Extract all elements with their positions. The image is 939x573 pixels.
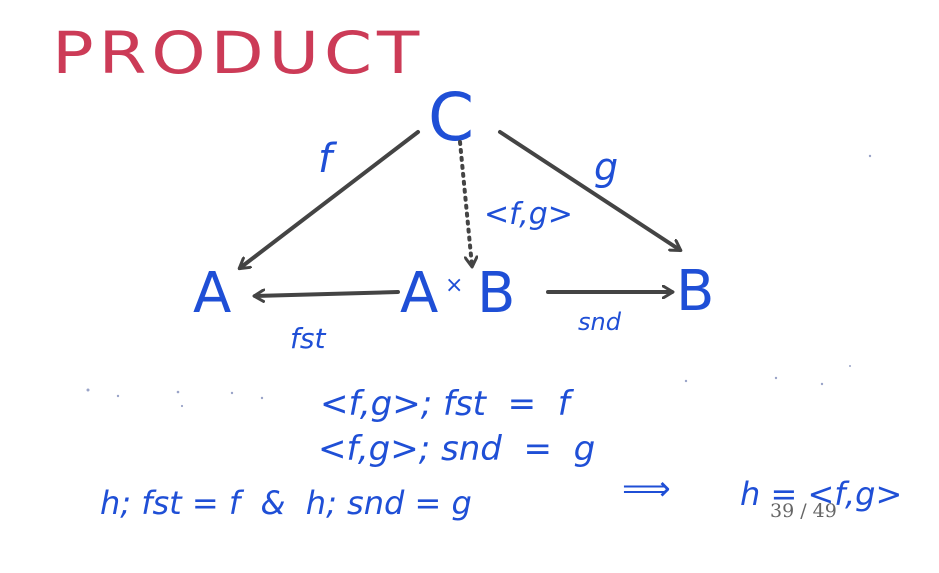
- label-pairing: <f,g>: [484, 197, 573, 232]
- label-snd: snd: [578, 308, 622, 336]
- label-fst: fst: [290, 322, 326, 355]
- object-b: B: [676, 259, 714, 324]
- arrow-g: [498, 130, 680, 250]
- object-a: A: [193, 261, 231, 326]
- product-a: A: [400, 261, 438, 326]
- implies-symbol: ⟹: [622, 469, 671, 509]
- label-g: g: [594, 145, 618, 189]
- slide-title: PRODUCT: [52, 19, 424, 87]
- object-c: C: [428, 79, 474, 156]
- equation-fst: <f,g>; fst = f: [320, 384, 575, 424]
- page-counter: 39 / 49: [770, 500, 837, 522]
- arrow-pairing: [458, 140, 472, 266]
- equation-universal-conclusion: h = <f,g>: [740, 475, 902, 513]
- arrow-f: [240, 130, 420, 268]
- equation-universal-premise: h; fst = f & h; snd = g: [100, 484, 472, 522]
- arrow-fst: [255, 292, 400, 296]
- scan-specks: [86, 154, 872, 408]
- label-f: f: [318, 136, 338, 182]
- product-b: B: [477, 261, 515, 326]
- equation-snd: <f,g>; snd = g: [318, 429, 595, 469]
- product-times: ×: [445, 273, 463, 298]
